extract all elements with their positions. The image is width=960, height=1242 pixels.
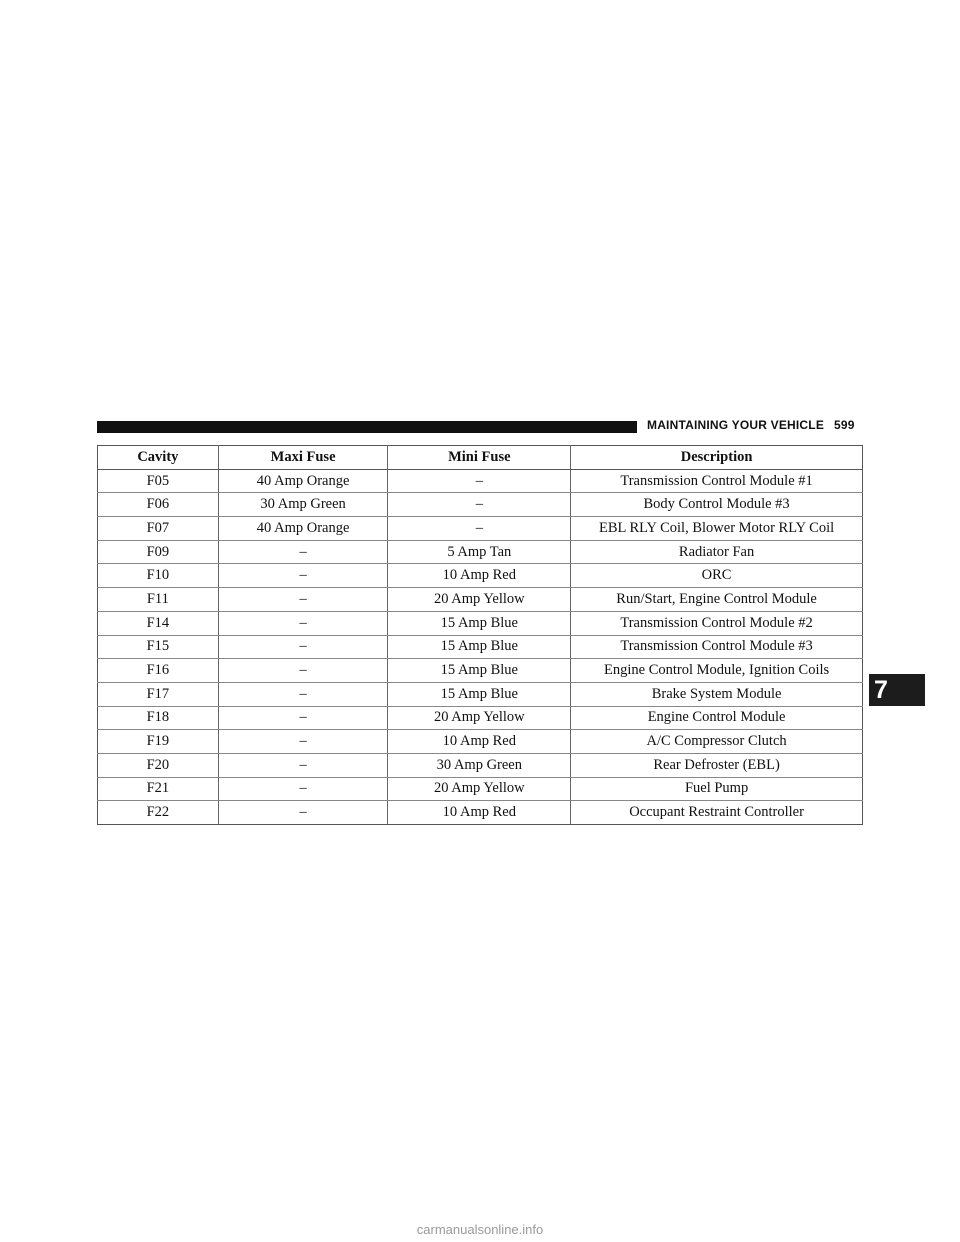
footer-watermark: carmanualsonline.info bbox=[416, 1222, 544, 1237]
cell-cavity: F09 bbox=[97, 540, 219, 565]
cell-mini-fuse: – bbox=[387, 492, 572, 518]
cell-cavity: F19 bbox=[97, 729, 219, 754]
cell-mini-fuse: 15 Amp Blue bbox=[387, 635, 572, 660]
cell-cavity: F14 bbox=[97, 611, 219, 636]
cell-maxi-fuse: – bbox=[217, 635, 389, 660]
cell-cavity: F17 bbox=[97, 682, 219, 707]
cell-maxi-fuse: – bbox=[217, 729, 389, 754]
cell-description: Radiator Fan bbox=[570, 540, 863, 565]
cell-description: Transmission Control Module #3 bbox=[570, 635, 863, 660]
cell-cavity: F18 bbox=[97, 706, 219, 731]
cell-mini-fuse: 15 Amp Blue bbox=[387, 611, 572, 636]
cell-mini-fuse: – bbox=[387, 469, 572, 494]
cell-cavity: F20 bbox=[97, 753, 219, 778]
cell-description: A/C Compressor Clutch bbox=[570, 729, 863, 754]
cell-mini-fuse: 30 Amp Green bbox=[387, 753, 572, 778]
cell-mini-fuse: 20 Amp Yellow bbox=[387, 587, 572, 612]
column-header-description: Description bbox=[570, 445, 863, 470]
cell-description: ORC bbox=[570, 563, 863, 589]
cell-maxi-fuse: 30 Amp Green bbox=[217, 492, 389, 518]
cell-cavity: F10 bbox=[97, 563, 219, 589]
cell-cavity: F16 bbox=[97, 658, 219, 683]
cell-cavity: F15 bbox=[97, 635, 219, 660]
cell-maxi-fuse: – bbox=[217, 658, 389, 683]
cell-maxi-fuse: – bbox=[217, 777, 389, 802]
cell-cavity: F07 bbox=[97, 516, 219, 541]
cell-description: Engine Control Module bbox=[570, 706, 863, 731]
cell-description: EBL RLY Coil, Blower Motor RLY Coil bbox=[570, 516, 863, 541]
cell-cavity: F11 bbox=[97, 587, 219, 612]
cell-maxi-fuse: – bbox=[217, 540, 389, 565]
cell-mini-fuse: 20 Amp Yellow bbox=[387, 706, 572, 731]
column-header-maxi-fuse: Maxi Fuse bbox=[217, 445, 389, 470]
table-header-row: Cavity Maxi Fuse Mini Fuse Description bbox=[97, 445, 863, 470]
cell-mini-fuse: 10 Amp Red bbox=[387, 729, 572, 754]
cell-maxi-fuse: 40 Amp Orange bbox=[217, 516, 389, 541]
cell-description: Fuel Pump bbox=[570, 777, 863, 802]
cell-description: Body Control Module #3 bbox=[570, 492, 863, 518]
cell-mini-fuse: 10 Amp Red bbox=[387, 800, 572, 825]
cell-cavity: F06 bbox=[97, 492, 219, 518]
cell-maxi-fuse: – bbox=[217, 753, 389, 778]
cell-maxi-fuse: – bbox=[217, 800, 389, 825]
cell-maxi-fuse: – bbox=[217, 611, 389, 636]
fuse-table: Cavity Maxi Fuse Mini Fuse Description F… bbox=[97, 445, 863, 825]
cell-description: Engine Control Module, Ignition Coils bbox=[570, 658, 863, 683]
cell-maxi-fuse: – bbox=[217, 706, 389, 731]
cell-maxi-fuse: 40 Amp Orange bbox=[217, 469, 389, 494]
cell-mini-fuse: 5 Amp Tan bbox=[387, 540, 572, 565]
cell-description: Rear Defroster (EBL) bbox=[570, 753, 863, 778]
column-header-mini-fuse: Mini Fuse bbox=[387, 445, 572, 470]
page-number: 599 bbox=[834, 418, 855, 432]
cell-maxi-fuse: – bbox=[217, 563, 389, 589]
cell-cavity: F22 bbox=[97, 800, 219, 825]
cell-cavity: F21 bbox=[97, 777, 219, 802]
header-rule-bar bbox=[97, 421, 637, 433]
cell-mini-fuse: 15 Amp Blue bbox=[387, 682, 572, 707]
cell-description: Transmission Control Module #2 bbox=[570, 611, 863, 636]
cell-cavity: F05 bbox=[97, 469, 219, 494]
page-header: MAINTAINING YOUR VEHICLE 599 bbox=[647, 418, 855, 432]
column-header-cavity: Cavity bbox=[97, 445, 219, 470]
section-title: MAINTAINING YOUR VEHICLE bbox=[647, 418, 825, 432]
cell-mini-fuse: 10 Amp Red bbox=[387, 563, 572, 589]
cell-mini-fuse: 20 Amp Yellow bbox=[387, 777, 572, 802]
cell-maxi-fuse: – bbox=[217, 682, 389, 707]
cell-mini-fuse: 15 Amp Blue bbox=[387, 658, 572, 683]
cell-description: Brake System Module bbox=[570, 682, 863, 707]
cell-description: Run/Start, Engine Control Module bbox=[570, 587, 863, 612]
cell-description: Transmission Control Module #1 bbox=[570, 469, 863, 494]
cell-maxi-fuse: – bbox=[217, 587, 389, 612]
cell-mini-fuse: – bbox=[387, 516, 572, 541]
cell-description: Occupant Restraint Controller bbox=[570, 800, 863, 825]
chapter-tab: 7 bbox=[869, 674, 925, 706]
